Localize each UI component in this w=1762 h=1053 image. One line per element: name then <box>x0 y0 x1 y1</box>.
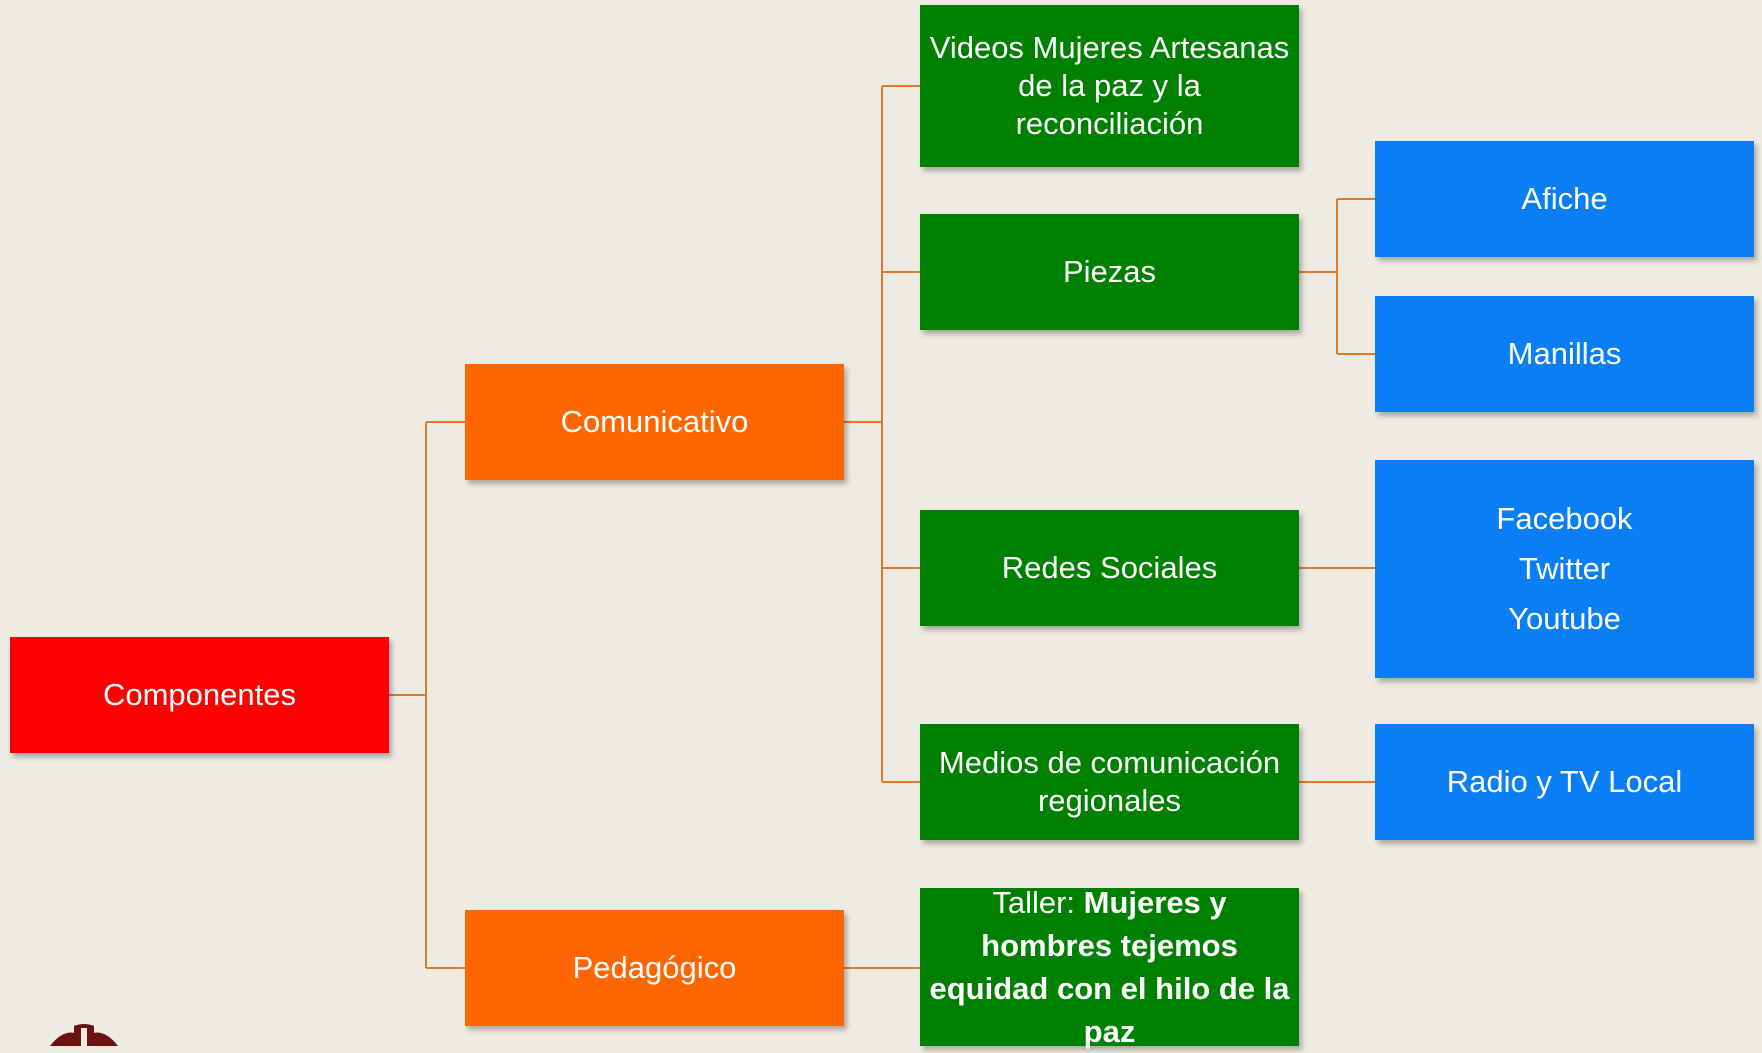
node-taller: Taller: Mujeres y hombres tejemos equida… <box>920 885 1299 1049</box>
node-taller-title: Mujeres y hombres tejemos equidad con el… <box>929 885 1290 1049</box>
node-medios-comunicacion-label: Medios de comunicación regionales <box>938 745 1281 818</box>
node-redes-sociales-label: Redes Sociales <box>1001 550 1218 585</box>
logo-icon <box>50 1024 118 1046</box>
node-comunicativo-label: Comunicativo <box>560 404 749 439</box>
node-comunicativo: Comunicativo <box>465 364 844 480</box>
node-medios-comunicacion: Medios de comunicación regionales <box>920 724 1299 840</box>
node-taller-prefix: Taller: <box>992 885 1084 920</box>
node-pedagogico: Pedagógico <box>465 910 844 1026</box>
node-piezas-label: Piezas <box>1062 254 1157 289</box>
node-componentes-label: Componentes <box>102 677 296 712</box>
node-redes-lista: Facebook Twitter Youtube <box>1375 460 1754 678</box>
node-videos: Videos Mujeres Artesanas de la paz y la … <box>920 5 1299 167</box>
node-piezas: Piezas <box>920 214 1299 330</box>
node-afiche-label: Afiche <box>1521 181 1608 216</box>
node-twitter-label: Twitter <box>1518 551 1611 586</box>
node-redes-sociales: Redes Sociales <box>920 510 1299 626</box>
node-manillas-label: Manillas <box>1507 336 1622 371</box>
node-componentes: Componentes <box>10 637 389 753</box>
node-youtube-label: Youtube <box>1508 601 1621 636</box>
node-facebook-label: Facebook <box>1496 501 1633 536</box>
node-videos-label: Videos Mujeres Artesanas de la paz y la … <box>929 30 1290 141</box>
node-radio-tv-label: Radio y TV Local <box>1446 764 1683 799</box>
node-manillas: Manillas <box>1375 296 1754 412</box>
node-taller-text: Taller: Mujeres y hombres tejemos equida… <box>926 881 1293 1053</box>
node-radio-tv: Radio y TV Local <box>1375 724 1754 840</box>
node-pedagogico-label: Pedagógico <box>572 950 737 985</box>
node-afiche: Afiche <box>1375 141 1754 257</box>
